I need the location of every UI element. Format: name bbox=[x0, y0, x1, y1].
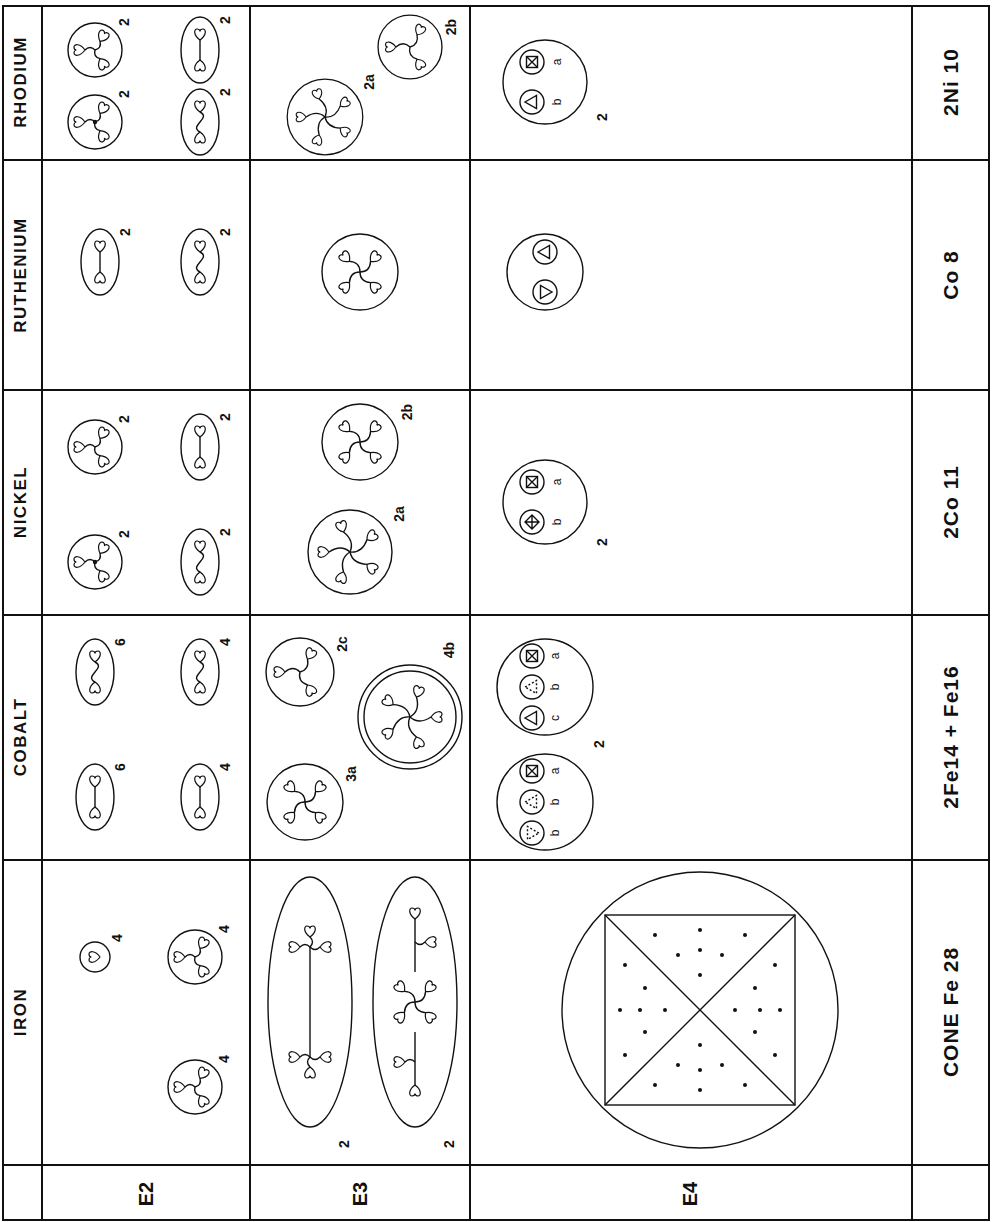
group-letter: b bbox=[551, 99, 564, 106]
group-letter: a bbox=[549, 768, 562, 775]
count-number: 2 bbox=[117, 90, 132, 98]
cone-figure bbox=[562, 872, 838, 1148]
duad-figure bbox=[181, 229, 219, 295]
group-circle bbox=[507, 234, 583, 310]
count-number: 3a bbox=[344, 766, 359, 782]
group-letter: a bbox=[551, 59, 564, 66]
count-number: 2 bbox=[218, 413, 233, 421]
duad-figure bbox=[181, 414, 219, 480]
duad-figure bbox=[181, 639, 219, 705]
count-number: 2 bbox=[218, 228, 233, 236]
duad-figure bbox=[181, 17, 219, 83]
group-circle bbox=[497, 639, 593, 735]
oval-group bbox=[373, 877, 457, 1127]
count-number: 2 bbox=[218, 16, 233, 24]
group-circle bbox=[503, 460, 587, 544]
count-number: 2 bbox=[592, 740, 607, 748]
group-letter: a bbox=[551, 479, 564, 486]
count-number: 2 bbox=[218, 528, 233, 536]
count-number: 2 bbox=[117, 530, 132, 538]
duad-figure bbox=[181, 529, 219, 595]
duad-figure bbox=[76, 764, 114, 830]
count-number: 2 bbox=[595, 538, 610, 546]
count-number: 6 bbox=[113, 638, 128, 646]
count-number: 4 bbox=[217, 1055, 232, 1063]
count-number: 2 bbox=[117, 18, 132, 26]
triplet-figure bbox=[168, 930, 222, 984]
duad-figure bbox=[181, 89, 219, 155]
triplet-figure bbox=[68, 95, 122, 149]
count-number: 2 bbox=[595, 113, 610, 121]
quintet-figure bbox=[358, 665, 462, 769]
quintet-figure bbox=[308, 510, 392, 594]
count-number: 2 bbox=[117, 415, 132, 423]
count-number: 2b bbox=[400, 404, 415, 420]
row-rule bbox=[42, 6, 912, 1220]
count-number: 2a bbox=[362, 74, 377, 90]
group-circle bbox=[503, 40, 587, 124]
oval-group bbox=[268, 877, 352, 1127]
count-number: 4 bbox=[218, 763, 233, 771]
quartet-figure bbox=[322, 234, 398, 310]
element-name: RHODIUM bbox=[12, 36, 31, 128]
triplet-figure bbox=[68, 23, 122, 77]
formula-label: CONE Fe 28 bbox=[939, 947, 962, 1077]
quartet-figure bbox=[267, 764, 343, 840]
triplet-figure bbox=[168, 1060, 222, 1114]
row-label: E4 bbox=[679, 1182, 701, 1206]
single-anu bbox=[80, 942, 110, 972]
element-name: IRON bbox=[12, 988, 31, 1037]
count-number: 2 bbox=[118, 228, 133, 236]
group-circle bbox=[497, 754, 593, 850]
element-name: COBALT bbox=[12, 698, 31, 777]
quartet-figure bbox=[322, 404, 398, 480]
count-number: 6 bbox=[113, 763, 128, 771]
count-number: 2 bbox=[218, 88, 233, 96]
row-label: E2 bbox=[135, 1182, 157, 1206]
count-number: 2b bbox=[444, 19, 459, 35]
quintet-figure bbox=[287, 79, 363, 155]
duad-figure bbox=[81, 229, 119, 295]
group-letter: a bbox=[549, 653, 562, 660]
table-rules bbox=[3, 6, 989, 1220]
formula-label: 2Co 11 bbox=[939, 465, 962, 539]
count-number: 4 bbox=[217, 925, 232, 933]
group-letter: b bbox=[549, 684, 562, 691]
group-letter: b bbox=[551, 519, 564, 526]
row-label: E3 bbox=[349, 1182, 371, 1206]
formula-label: 2Ni 10 bbox=[939, 48, 962, 116]
count-number: 2 bbox=[442, 1140, 457, 1148]
duad-figure bbox=[181, 764, 219, 830]
duad-figure bbox=[76, 639, 114, 705]
group-letter: b bbox=[549, 799, 562, 806]
count-number: 2 bbox=[337, 1140, 352, 1148]
count-number: 2a bbox=[392, 506, 407, 522]
column-rule bbox=[3, 160, 989, 1165]
table-border bbox=[3, 6, 989, 1220]
count-number: 4 bbox=[218, 638, 233, 646]
count-number: 4b bbox=[442, 642, 457, 658]
formula-label: Co 8 bbox=[939, 250, 962, 300]
element-name: RUTHENIUM bbox=[12, 217, 31, 333]
formula-label: 2Fe14 + Fe16 bbox=[939, 665, 962, 808]
triplet-figure bbox=[68, 535, 122, 589]
element-name: NICKEL bbox=[12, 466, 31, 538]
anu-figures bbox=[68, 15, 838, 1148]
group-letter: b bbox=[549, 830, 562, 837]
group-letter: c bbox=[549, 715, 562, 721]
triplet-figure bbox=[68, 420, 122, 474]
count-number: 4 bbox=[110, 934, 125, 942]
triplet-figure bbox=[378, 15, 442, 79]
count-number: 2c bbox=[335, 636, 350, 652]
triplet-figure bbox=[266, 638, 334, 706]
